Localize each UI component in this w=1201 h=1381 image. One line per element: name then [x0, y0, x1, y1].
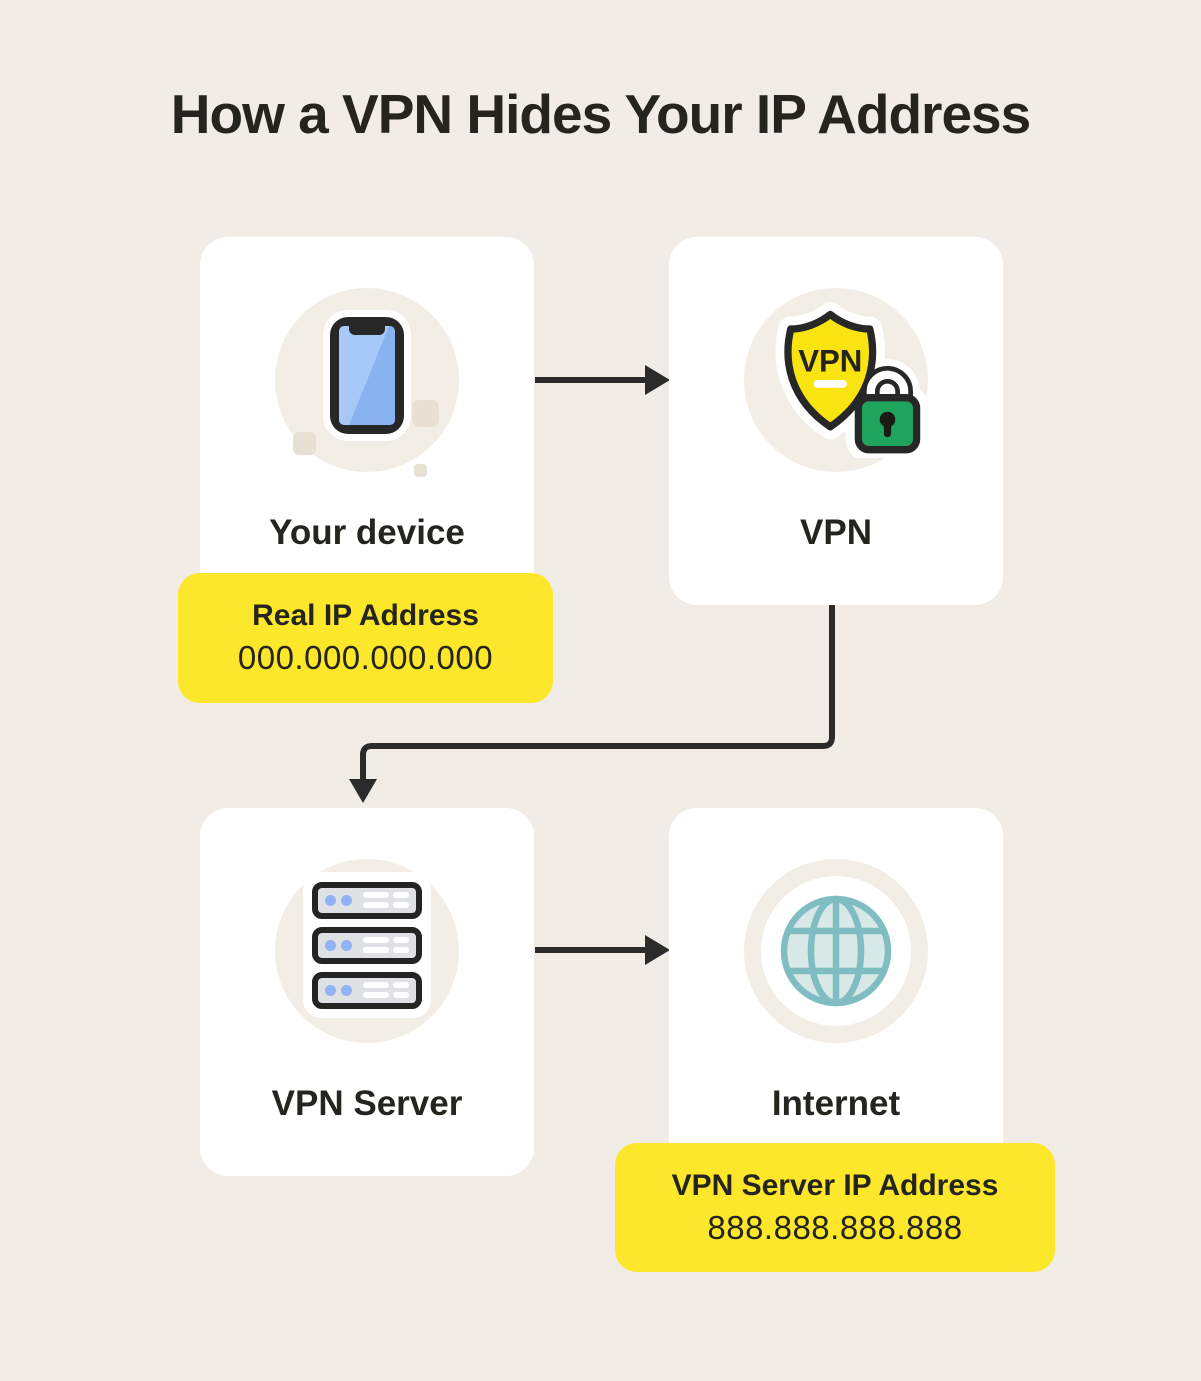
node-label: VPN Server	[271, 1084, 463, 1123]
phone-screen	[339, 326, 395, 425]
callout-vpn-server-ip: VPN Server IP Address 888.888.888.888	[615, 1143, 1055, 1272]
page-title: How a VPN Hides Your IP Address	[170, 83, 1031, 145]
node-vpn: VPN VPN	[669, 237, 1003, 605]
node-label: Your device	[269, 513, 465, 552]
globe-icon	[761, 876, 911, 1026]
callout-value: 000.000.000.000	[237, 639, 494, 676]
node-internet: Internet	[669, 808, 1003, 1176]
arrow-server-to-internet	[535, 935, 670, 965]
callout-title: VPN Server IP Address	[671, 1168, 999, 1202]
icon-backdrop-circle	[744, 859, 928, 1043]
deco-square	[293, 432, 316, 455]
callout-value: 888.888.888.888	[707, 1208, 963, 1246]
icon-backdrop-circle	[275, 288, 459, 477]
server-stack-icon	[303, 872, 431, 1018]
shield-vpn-text: VPN	[798, 344, 862, 379]
callout-real-ip: Real IP Address 000.000.000.000	[178, 573, 553, 703]
server-unit	[312, 926, 422, 964]
icon-backdrop-circle: VPN	[744, 288, 930, 472]
arrow-device-to-vpn	[535, 365, 670, 395]
node-label: Internet	[771, 1084, 901, 1123]
node-label: VPN	[800, 513, 872, 552]
node-your-device: Your device	[200, 237, 534, 605]
server-unit	[312, 881, 422, 919]
vpn-shield-lock-icon: VPN	[771, 302, 930, 463]
deco-square	[414, 464, 427, 477]
smartphone-icon	[330, 317, 404, 434]
server-unit	[312, 971, 422, 1009]
deco-square	[412, 400, 439, 427]
phone-notch	[349, 326, 385, 335]
node-vpn-server: VPN Server	[200, 808, 534, 1176]
callout-title: Real IP Address	[252, 599, 479, 632]
icon-backdrop-circle	[275, 859, 459, 1043]
